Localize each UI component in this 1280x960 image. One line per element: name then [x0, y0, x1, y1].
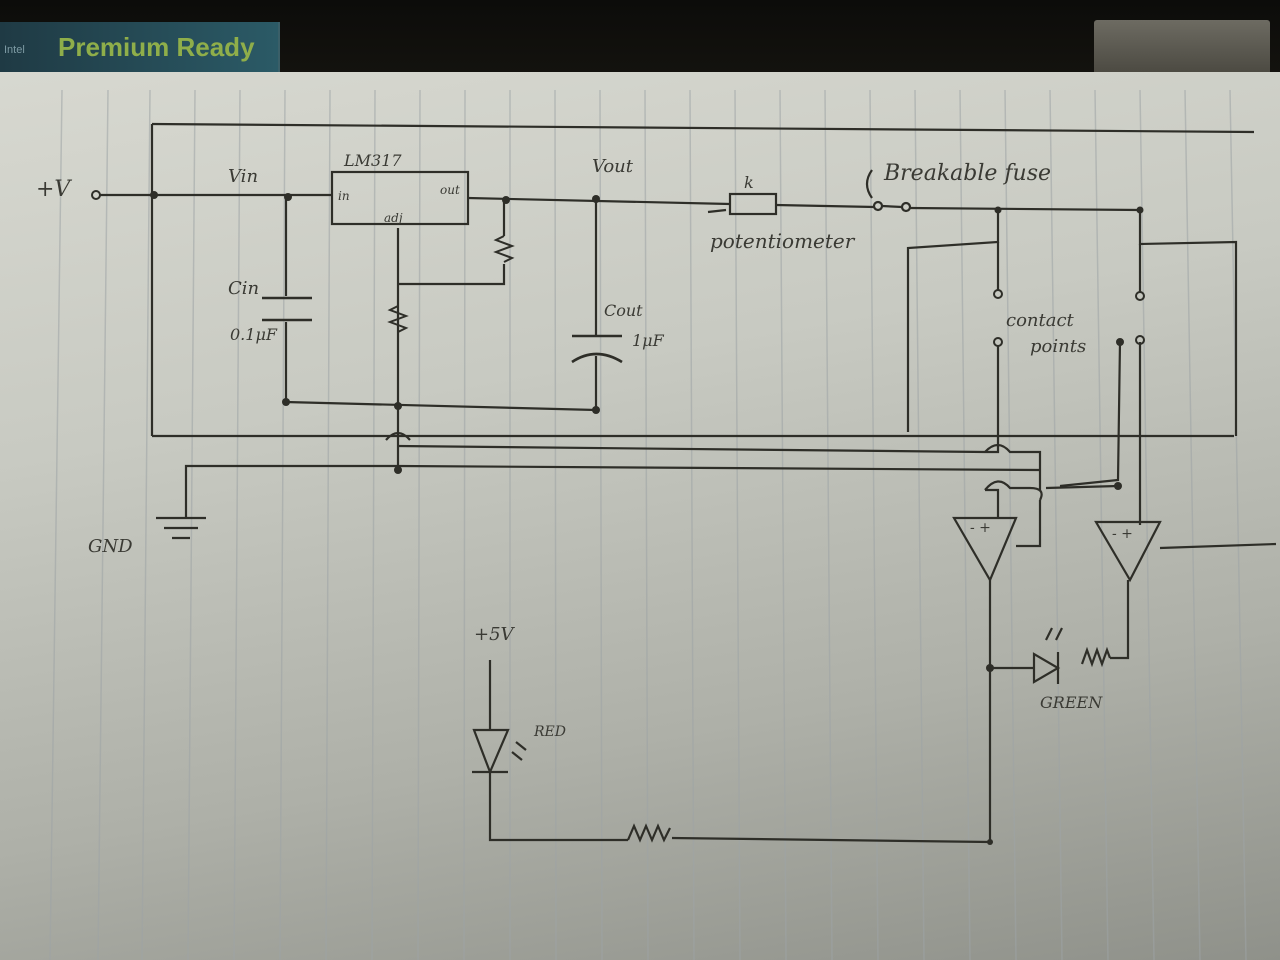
contact-points-icon: [993, 289, 1145, 347]
opamp-right-signs: - +: [1112, 526, 1133, 542]
ground-icon: [156, 516, 206, 540]
premium-ready-badge: Intel Premium Ready: [0, 22, 280, 78]
cin-value-label: 0.1μF: [230, 325, 278, 344]
cin-name-label: Cin: [228, 278, 259, 299]
regulator-out-pin: out: [440, 183, 460, 197]
badge-left-text: Intel: [4, 44, 25, 56]
vout-label: Vout: [592, 156, 634, 177]
opamp-left-icon: [952, 516, 1018, 583]
opamp-left-signs: - +: [970, 520, 991, 536]
cout-capacitor-icon: [571, 334, 623, 364]
contact-label-line1: contact: [1006, 310, 1075, 331]
green-led-resistor-icon: [1080, 646, 1112, 668]
junction-dots: [150, 191, 1144, 845]
potentiometer-icon: [707, 192, 778, 216]
red-led-icon: [472, 728, 527, 775]
circuit-schematic: +V GND Vin Vout LM317 in out adj Cin 0.1…: [36, 89, 1277, 960]
contact-label-line2: points: [1030, 336, 1086, 357]
green-led-label: GREEN: [1040, 693, 1103, 712]
green-led-icon: [1032, 627, 1063, 684]
input-terminal-icon: [91, 190, 101, 200]
opamp-right-icon: [1094, 520, 1162, 583]
resistor-k-label: k: [744, 173, 754, 192]
output-resistor-icon: [493, 235, 515, 263]
fuse-icon: [865, 169, 912, 213]
vin-label: Vin: [228, 166, 258, 187]
potentiometer-label: potentiometer: [710, 229, 856, 253]
badge-text: Premium Ready: [58, 32, 255, 62]
wires: [100, 122, 1277, 844]
adj-resistor-icon: [387, 305, 409, 333]
cout-name-label: Cout: [604, 301, 643, 320]
regulator-in-pin: in: [338, 189, 350, 203]
regulator-adj-pin: adj: [384, 211, 403, 225]
cin-capacitor-icon: [262, 296, 312, 322]
red-led-resistor-icon: [626, 823, 671, 843]
fuse-label: Breakable fuse: [883, 161, 1051, 186]
lm317-regulator: [330, 170, 470, 226]
gnd-label: GND: [88, 536, 133, 557]
notebook-sheet: +V GND Vin Vout LM317 in out adj Cin 0.1…: [0, 72, 1280, 960]
supply-label: +5V: [474, 624, 516, 645]
ruled-lines: [49, 89, 1247, 960]
cout-value-label: 1μF: [632, 331, 665, 350]
input-voltage-label: +V: [36, 177, 72, 202]
regulator-name: LM317: [343, 151, 402, 170]
red-led-label: RED: [533, 724, 566, 740]
device-panel: [1094, 20, 1270, 76]
